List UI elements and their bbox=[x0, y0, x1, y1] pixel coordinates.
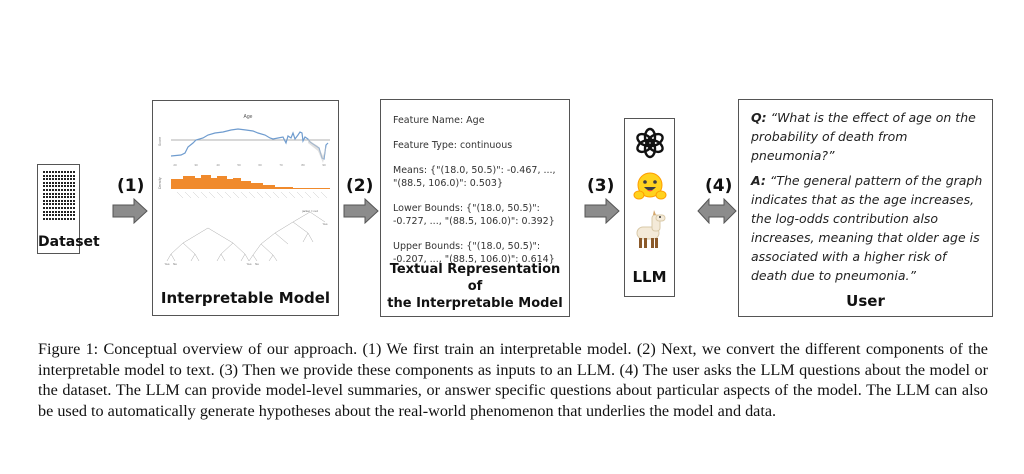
feature-name-line: Feature Name: Age bbox=[393, 115, 485, 126]
confidence-band bbox=[308, 139, 326, 163]
hugging-face-icon bbox=[633, 172, 667, 200]
llama-icon bbox=[636, 210, 666, 248]
x-tick: 90 bbox=[322, 163, 326, 167]
step-1-label: (1) bbox=[117, 176, 145, 196]
feature-type-line: Feature Type: continuous bbox=[393, 140, 513, 151]
plot-title: Age bbox=[244, 114, 253, 120]
answer-text: A: “The general pattern of the graph ind… bbox=[751, 171, 986, 285]
x-tick: 40 bbox=[216, 163, 220, 167]
x-tick: 80 bbox=[301, 163, 305, 167]
tree-node-label: jacket = red bbox=[301, 209, 318, 213]
plot-ylabel: Score bbox=[158, 137, 162, 146]
question-body: “What is the effect of age on the probab… bbox=[751, 110, 976, 163]
figure-caption: Figure 1: Conceptual overview of our app… bbox=[38, 340, 988, 420]
tree-leaf-label: Yes bbox=[323, 222, 328, 226]
tree-leaf-label: Yes bbox=[165, 262, 170, 266]
dataset-label: Dataset bbox=[38, 234, 100, 250]
shape-function-line bbox=[170, 128, 329, 160]
right-arrow-icon bbox=[112, 198, 148, 224]
openai-logo-icon bbox=[636, 127, 664, 159]
density-histogram bbox=[171, 175, 330, 189]
question-prefix: Q: bbox=[751, 110, 767, 125]
textual-representation-label: Textual Representation of the Interpreta… bbox=[381, 261, 569, 312]
x-tick: 50 bbox=[237, 163, 241, 167]
hist-ylabel: Density bbox=[158, 177, 162, 189]
document-table-icon bbox=[43, 171, 76, 221]
x-tick: 20 bbox=[173, 163, 177, 167]
x-tick: 30 bbox=[194, 163, 198, 167]
histogram-tick-labels bbox=[176, 191, 328, 199]
interpretable-model-box: Age Score 20 30 40 50 60 70 80 90 Densit… bbox=[152, 100, 339, 316]
tree-leaf-label: Yes bbox=[247, 262, 252, 266]
llm-box: LLM bbox=[624, 118, 675, 297]
means-line: Means: {"(18.0, 50.5)": -0.467, ..., "(8… bbox=[393, 165, 556, 189]
right-arrow-icon bbox=[584, 198, 620, 224]
x-tick: 70 bbox=[279, 163, 283, 167]
decision-trees: jacket = red Yes Yes No Yes No bbox=[165, 209, 328, 266]
title-line-1: Textual Representation of bbox=[389, 262, 561, 294]
llm-label: LLM bbox=[632, 268, 667, 286]
step-3-label: (3) bbox=[587, 176, 615, 196]
textual-representation-box: Feature Name: Age Feature Type: continuo… bbox=[380, 99, 570, 317]
step-4-label: (4) bbox=[705, 176, 733, 196]
x-tick: 60 bbox=[258, 163, 262, 167]
dataset-box: Dataset bbox=[37, 164, 100, 254]
interpretable-model-label: Interpretable Model bbox=[160, 289, 331, 307]
answer-body: “The general pattern of the graph indica… bbox=[751, 173, 983, 283]
user-box: Q: “What is the effect of age on the pro… bbox=[738, 99, 993, 317]
x-axis-ticks: 20 30 40 50 60 70 80 90 bbox=[173, 163, 326, 167]
user-label: User bbox=[846, 292, 885, 310]
lower-bounds-line: Lower Bounds: {"(18.0, 50.5)": -0.727, .… bbox=[393, 203, 555, 227]
title-line-2: the Interpretable Model bbox=[387, 296, 563, 311]
tree-leaf-label: No bbox=[255, 262, 259, 266]
shape-function-plot: Age Score 20 30 40 50 60 70 80 90 Densit… bbox=[158, 114, 330, 199]
tree-leaf-label: No bbox=[173, 262, 177, 266]
step-2-label: (2) bbox=[346, 176, 374, 196]
right-arrow-icon bbox=[343, 198, 379, 224]
bidirectional-arrow-icon bbox=[697, 198, 737, 224]
upper-bounds-line: Upper Bounds: {"(18.0, 50.5)": -0.207, .… bbox=[393, 241, 555, 265]
answer-prefix: A: bbox=[751, 173, 766, 188]
question-text: Q: “What is the effect of age on the pro… bbox=[751, 108, 986, 165]
